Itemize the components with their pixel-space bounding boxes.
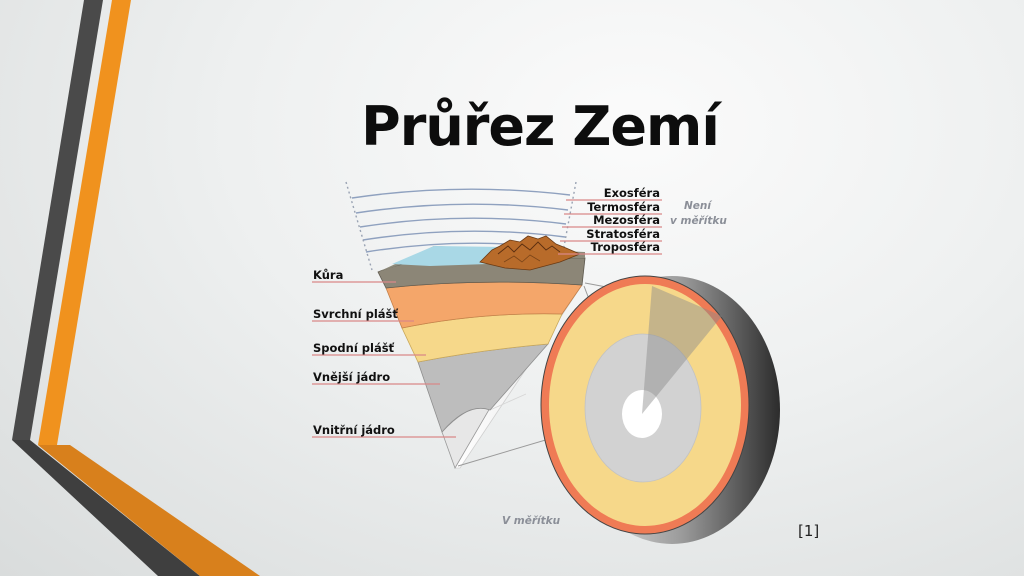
atmosphere-leader-lines (558, 199, 662, 255)
label-outer-core: Vnější jádro (313, 370, 390, 384)
mesosphere-arc (359, 217, 567, 228)
exosphere-arc (351, 188, 571, 199)
label-inner-core: Vnitřní jádro (313, 423, 395, 437)
label-upper-mantle: Svrchní plášť (313, 307, 398, 321)
label-mesosphere: Mezosféra (593, 213, 660, 227)
thermosphere-arc (355, 203, 569, 214)
atmosphere-dashed-edges (345, 181, 577, 271)
mountains (479, 235, 582, 271)
atmosphere-scale-note-line-1: Není (684, 200, 712, 212)
earth-scale-note: V měřítku (502, 515, 561, 527)
bottom-orange-wedge (38, 445, 260, 576)
ocean-surface (392, 246, 505, 266)
sphere-inner-core (622, 390, 662, 438)
slide-title: Průřez Zemí (361, 95, 720, 158)
earth-sphere-cross-section (540, 275, 780, 544)
label-troposphere: Troposféra (591, 240, 660, 254)
citation-reference: [1] (798, 522, 820, 540)
left-dark-stripe (12, 0, 103, 440)
label-crust: Kůra (313, 268, 343, 282)
left-orange-stripe (38, 0, 131, 445)
label-lower-mantle: Spodní plášť (313, 341, 395, 355)
label-exosphere: Exosféra (604, 186, 660, 200)
earth-leader-lines (312, 281, 456, 438)
label-stratosphere: Stratosféra (586, 227, 660, 241)
stratosphere-arc (362, 230, 566, 241)
bottom-dark-wedge (12, 440, 200, 576)
atmosphere-scale-note-line-2: v měřítku (670, 215, 727, 227)
sphere-wedge-indicator (642, 286, 722, 414)
label-thermosphere: Termosféra (587, 200, 660, 214)
